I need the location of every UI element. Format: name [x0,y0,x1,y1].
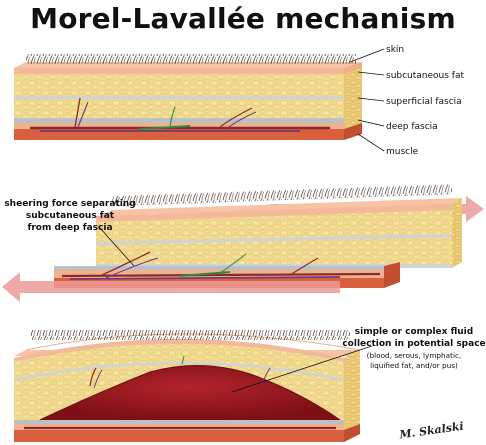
muscle-layer-1 [14,129,344,140]
superficial-fascia-3 [13,361,345,382]
shear-label-line3: from deep fascia [27,223,112,233]
label-muscle: muscle [386,147,419,157]
panel-shearing [2,184,484,302]
shear-label-line2: subcutaneous fat [26,211,115,221]
label-skin: skin [386,45,404,55]
panel-fluid-collection [13,330,361,442]
fluid-label-group: simple or complex fluid collection in po… [231,327,486,393]
deep-fascia-1 [14,118,344,123]
vessels-2 [61,251,381,280]
skin-layer-1 [14,68,344,74]
fat-layer-upper-1 [14,74,344,96]
deep-fascia-3 [14,420,344,424]
vessels-1 [30,97,330,132]
fluid-label-line1: simple or complex fluid [355,327,473,337]
shear-label-group: sheering force separating subcutaneous f… [4,199,136,267]
fluid-label-line4: liquified fat, and/or pus) [370,361,458,370]
skin-layer-3 [14,339,344,362]
diagram-title: Morel-Lavallée mechanism [30,2,456,35]
hair-layer-3 [30,330,350,340]
shear-arrow-left [2,272,340,302]
shear-label-line1: sheering force separating [4,199,135,209]
hair-layer-1 [26,54,356,64]
label-superficial-fascia: superficial fascia [386,97,462,107]
superficial-fascia-2 [96,234,452,245]
fluid-collection [40,365,340,420]
fluid-label-line2: collection in potential space [342,339,485,349]
label-subcutaneous-fat: subcutaneous fat [386,71,464,81]
side-face-1 [344,62,362,140]
deep-fascia-2 [54,266,384,270]
vessels-3 [24,355,336,430]
signature: M. Skalski [398,420,465,442]
skin-top-surface-2 [100,198,462,216]
fluid-label-line3: (blood, serous, lymphatic, [367,351,462,360]
panel1-labels: skin subcutaneous fat superficial fascia… [349,45,464,157]
hair-layer-2 [112,184,452,207]
panel-normal-layers [14,54,362,140]
superficial-fascia-1 [14,96,344,99]
fat-layer-lower-1 [14,99,344,118]
muscle-layer-3 [14,430,344,442]
label-deep-fascia: deep fascia [386,122,438,132]
